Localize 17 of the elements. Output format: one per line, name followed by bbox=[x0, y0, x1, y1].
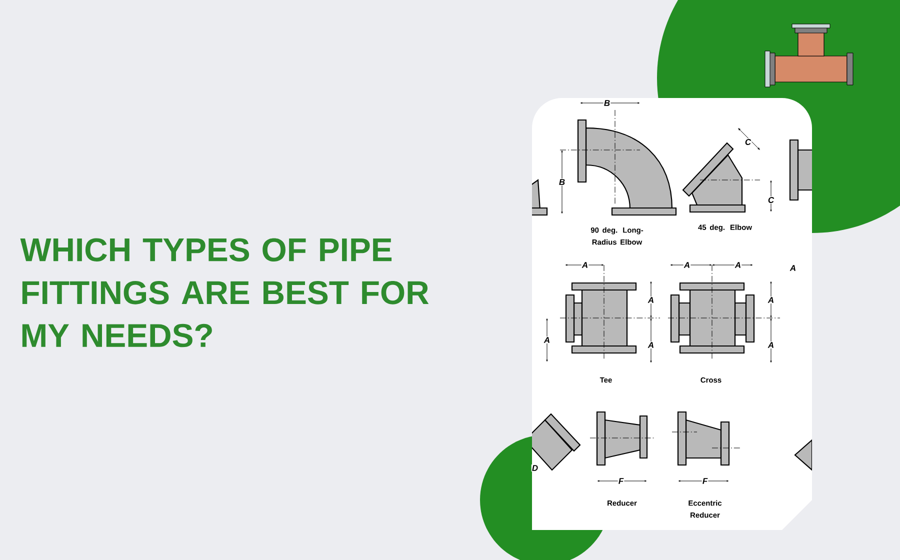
dimension-letter: A bbox=[582, 262, 588, 268]
dimension-letter: B bbox=[604, 100, 610, 106]
dimension-letter: A bbox=[684, 262, 690, 268]
dimension-letter: C bbox=[768, 197, 774, 203]
dimension-letter: A bbox=[648, 342, 654, 348]
dimension-letter: A bbox=[768, 297, 774, 303]
dimension-letter: A bbox=[648, 297, 654, 303]
dimension-letter: A bbox=[544, 337, 550, 343]
dimension-letter: A bbox=[734, 262, 740, 268]
dimension-letter: D bbox=[532, 465, 538, 471]
dimension-letter: F bbox=[702, 478, 708, 484]
dimension-letter: A bbox=[790, 265, 796, 271]
title: WHICH TYPES OF PIPE FITTINGS ARE BEST FOR MY NEEDS? bbox=[20, 238, 429, 348]
dimension-letter: C bbox=[745, 139, 752, 145]
dimension-letter: F bbox=[618, 478, 624, 484]
dimension-letter: B bbox=[559, 179, 565, 185]
dimension-letter: A bbox=[768, 342, 774, 348]
